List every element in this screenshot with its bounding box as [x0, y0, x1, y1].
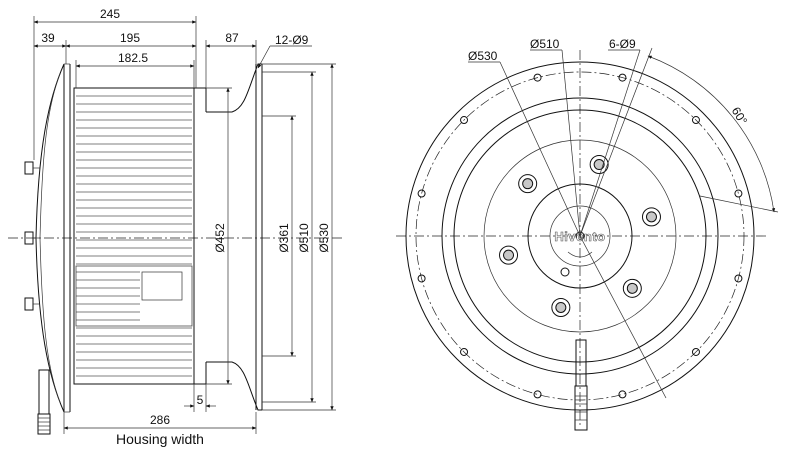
dim-245: 245: [100, 7, 120, 21]
dim-182-5: 182.5: [118, 51, 148, 65]
inlet-ring-bottom: [206, 361, 262, 411]
motor-bolts: [24, 161, 40, 311]
dim-dia-452: Ø452: [213, 223, 227, 253]
hub-bolt: [645, 211, 657, 223]
front-dim-6-holes: 6-Ø9: [609, 37, 636, 51]
flange-hole: [417, 274, 426, 283]
hub-bolt: [555, 301, 567, 313]
flange-hole: [734, 274, 743, 283]
hub-bolt-outer: [551, 297, 571, 317]
bolt-circle: [415, 71, 745, 401]
hub-bolt-outer: [622, 278, 642, 298]
flange-hole: [734, 189, 743, 198]
dim-angle-60: 60°: [729, 104, 751, 127]
housing-width-caption: Housing width: [116, 431, 204, 447]
dim-195: 195: [120, 31, 140, 45]
dim-dia-510: Ø510: [297, 223, 311, 253]
hub-bolt: [503, 249, 515, 261]
flange-hole: [618, 390, 627, 399]
side-view: 245 39 195 182.5 87 12-Ø9 Ø452 Ø361: [8, 7, 345, 447]
dim-286: 286: [150, 413, 170, 427]
hub-bolt-outer: [518, 174, 538, 194]
flange-hole: [691, 347, 700, 356]
hub-center: [575, 231, 585, 241]
front-dim-dia-530: Ø530: [468, 49, 498, 63]
flange-hole: [460, 116, 469, 125]
hub-small-hole-left: [560, 267, 570, 277]
cable-gland: [37, 369, 51, 435]
angle-arc: [647, 55, 776, 213]
rotor-circle: [483, 139, 677, 333]
flange-hole: [460, 347, 469, 356]
brand-logo: Hivento: [554, 229, 605, 244]
dim-39: 39: [41, 31, 55, 45]
dim-dia-361: Ø361: [277, 223, 291, 253]
hub-bolt: [626, 282, 638, 294]
dim-12-holes: 12-Ø9: [275, 33, 309, 47]
dim-dia-530: Ø530: [317, 223, 331, 253]
flange-hole: [618, 73, 627, 82]
flange-hole: [417, 189, 426, 198]
outer-flange-circle: [405, 61, 755, 411]
flange-hole: [533, 73, 542, 82]
front-view: Hivento Ø530 Ø510 6-Ø9 60°: [396, 37, 779, 431]
hub-circle: [527, 183, 633, 289]
impeller-blades: [76, 95, 192, 377]
dim-87: 87: [225, 31, 239, 45]
hub-bolt: [522, 178, 534, 190]
dim-5: 5: [197, 393, 204, 407]
impeller-body: [73, 87, 195, 385]
hub-bolt-outer: [499, 245, 519, 265]
flange-holes: [417, 73, 743, 399]
inlet-circle-outer: [441, 97, 719, 375]
hub-bolts: [499, 155, 661, 317]
front-dim-dia-510: Ø510: [530, 37, 560, 51]
front-cable: [574, 339, 588, 431]
hub-bolt: [593, 159, 605, 171]
inlet-circle-inner: [453, 109, 707, 363]
hub-bolt-outer: [589, 155, 609, 175]
flange-hole: [533, 390, 542, 399]
